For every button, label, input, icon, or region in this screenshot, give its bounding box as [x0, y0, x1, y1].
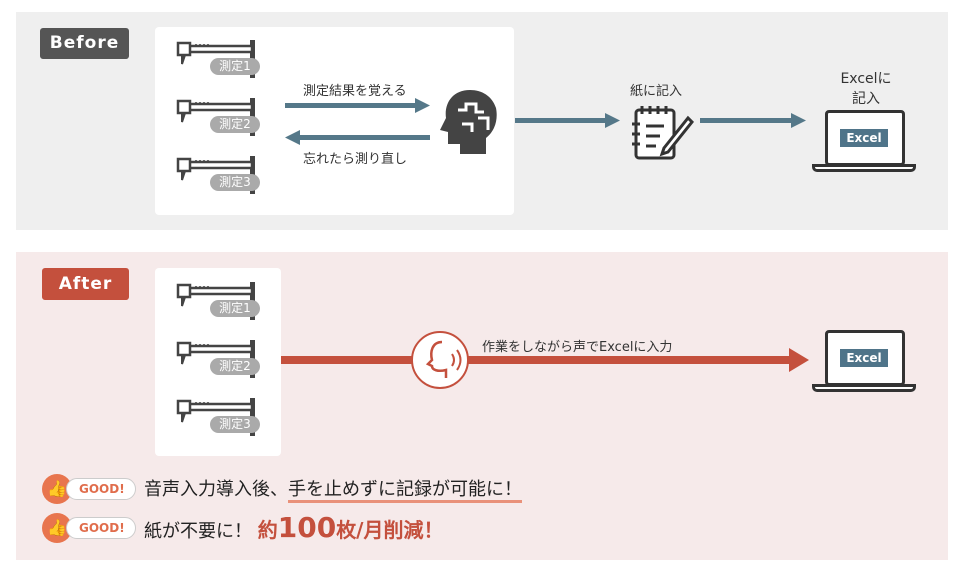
arrow-to-head — [285, 98, 430, 113]
measurement-label: 測定3 — [210, 174, 260, 191]
measurement-label: 測定1 — [210, 300, 260, 317]
measurement-label: 測定2 — [210, 116, 260, 133]
voice-speaking-icon — [411, 331, 469, 389]
arrow-to-paper — [515, 113, 620, 128]
voice-arrow — [281, 348, 809, 372]
benefit-text: 音声入力導入後、手を止めずに記録が可能に！ — [144, 475, 522, 503]
caliper-3: 測定3 — [172, 156, 262, 196]
caliper-2: 測定2 — [172, 98, 262, 138]
caliper-3: 測定3 — [172, 398, 262, 438]
measurement-label: 測定2 — [210, 358, 260, 375]
excel-screen-label: Excel — [840, 349, 888, 367]
remember-label: 測定結果を覚える — [303, 84, 407, 99]
before-badge: Before — [40, 28, 129, 59]
measurement-label: 測定3 — [210, 416, 260, 433]
remeasure-label: 忘れたら測り直し — [303, 152, 408, 167]
after-badge: After — [42, 268, 129, 300]
arrow-to-excel — [700, 113, 806, 128]
benefit-text-pre: 紙が不要に！ — [144, 521, 252, 542]
measurement-label: 測定1 — [210, 58, 260, 75]
excel-screen-label: Excel — [840, 129, 888, 147]
excel-label-line1: Excelに — [840, 71, 892, 87]
good-tag: GOOD! — [66, 478, 136, 500]
excel-label: Excelに記入 — [838, 68, 894, 108]
thumbs-up-icon: 👍 — [42, 474, 72, 504]
good-tag: GOOD! — [66, 517, 136, 539]
benefit-text-pre: 音声入力導入後、 — [144, 479, 288, 500]
caliper-1: 測定1 — [172, 282, 262, 322]
paper-label: 紙に記入 — [630, 84, 683, 99]
thumbs-up-icon: 👍 — [42, 513, 72, 543]
caliper-1: 測定1 — [172, 40, 262, 80]
paper-pen-icon — [632, 106, 694, 160]
excel-label-line2: 記入 — [852, 91, 880, 107]
benefit-text-highlight: 手を止めずに記録が可能に！ — [288, 479, 522, 503]
benefit-text: 紙が不要に！ 約100枚/月削減！ — [144, 511, 444, 544]
caliper-2: 測定2 — [172, 340, 262, 380]
voice-label: 作業をしながら声でExcelに入力 — [482, 340, 673, 355]
head-brain-icon — [440, 90, 497, 154]
benefit-emph-2: 枚/月削減！ — [336, 518, 444, 542]
benefit-emph-1: 約 — [257, 518, 278, 542]
benefit-emph-number: 100 — [277, 511, 337, 544]
arrow-back — [285, 130, 430, 145]
